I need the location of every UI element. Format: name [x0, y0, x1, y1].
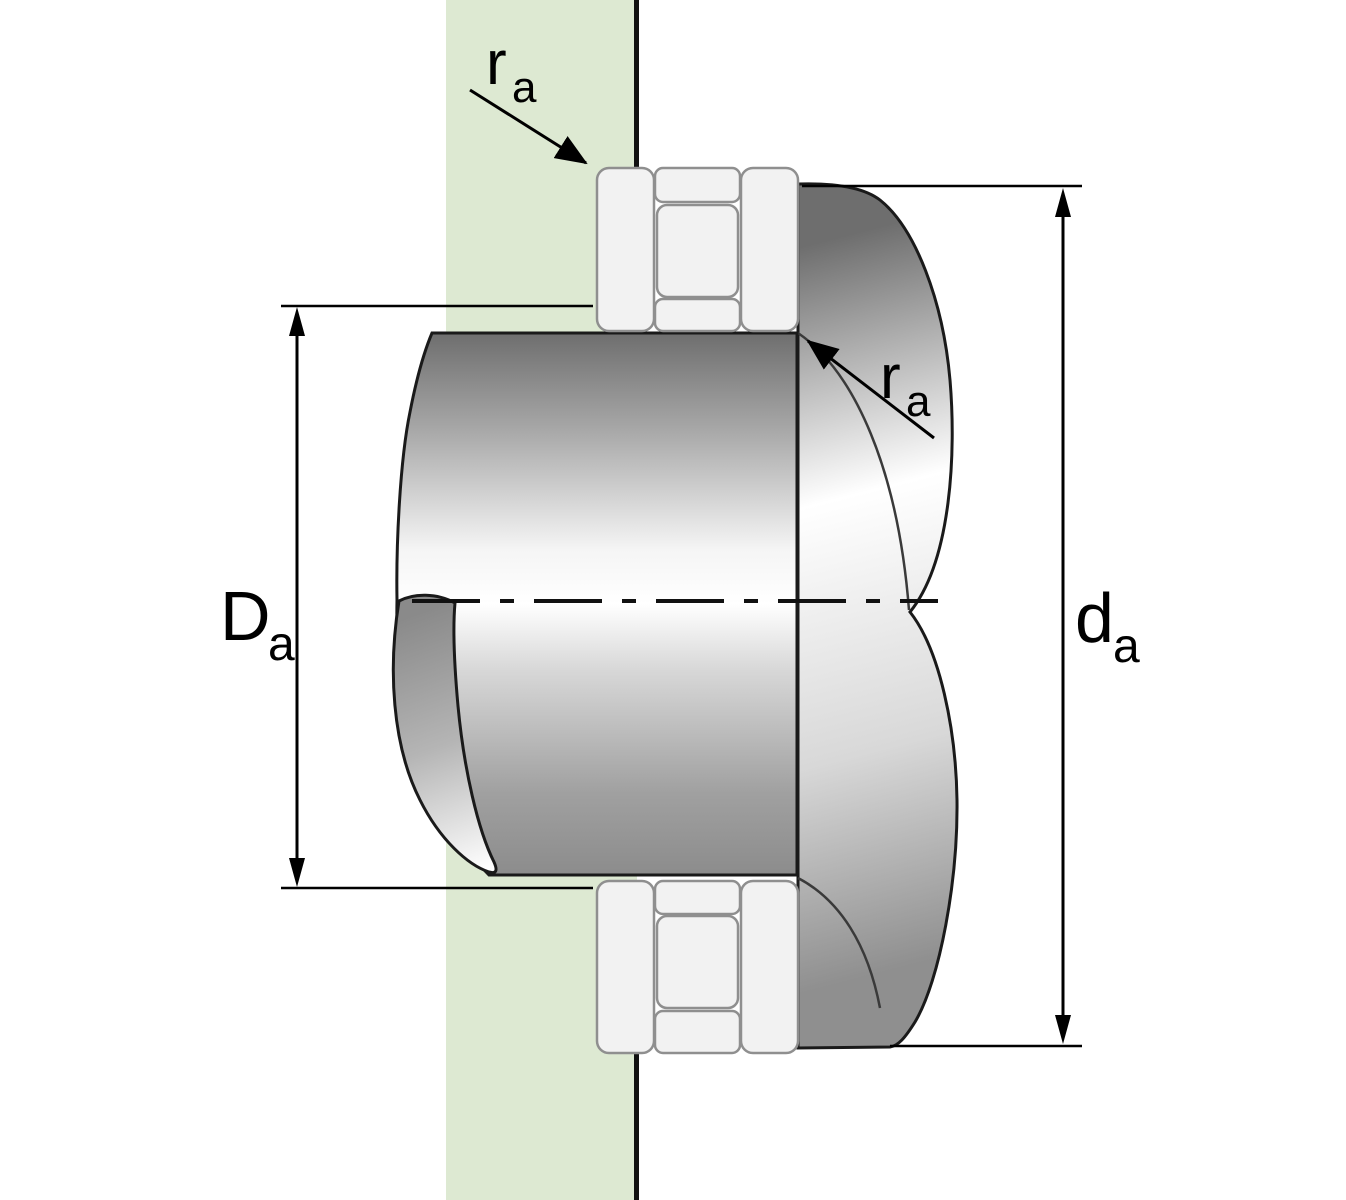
label-da-sub: a	[1113, 620, 1140, 673]
label-da-main: d	[1075, 579, 1114, 657]
thrust-bearing-bottom	[595, 879, 800, 1055]
fillet-radius-callout-housing: r a	[469, 29, 588, 165]
bearing-washer-left	[595, 166, 656, 333]
shaft-break-lobe	[391, 593, 498, 875]
label-Da-main: D	[220, 577, 271, 655]
dimension-Da: D a	[220, 304, 593, 890]
bearing-rolling-element	[655, 914, 740, 1010]
fillet-radius-callout-shaft: r a	[806, 339, 935, 440]
arrowhead-da-bottom	[1055, 1015, 1071, 1044]
bearing-washer-left	[595, 879, 656, 1055]
arrowhead-Da-top	[289, 307, 305, 336]
leader-line-ra-shaft	[806, 339, 935, 440]
label-ra-shaft-sub: a	[906, 377, 931, 426]
leader-line-ra-housing	[469, 88, 588, 165]
thrust-bearing-top	[595, 166, 800, 333]
bearing-washer-right	[739, 166, 800, 333]
bearing-cage-lower	[653, 297, 742, 333]
bearing-cage-lower	[653, 1009, 742, 1055]
bearing-washer-right	[739, 879, 800, 1055]
label-ra-housing-main: r	[486, 29, 507, 98]
label-ra-shaft-main: r	[880, 343, 901, 412]
shoulder-break-petal-lower	[797, 876, 882, 1009]
bearing-rolling-element	[655, 203, 740, 299]
shaft-shoulder	[796, 182, 959, 1050]
bearing-cage-upper	[653, 879, 742, 916]
bearing-cage-upper	[653, 166, 742, 204]
arrowhead-Da-bottom	[289, 858, 305, 887]
label-Da-sub: a	[268, 618, 295, 671]
label-ra-housing-sub: a	[512, 63, 537, 112]
dimension-da: d a	[802, 184, 1140, 1048]
arrowhead-da-top	[1055, 188, 1071, 217]
